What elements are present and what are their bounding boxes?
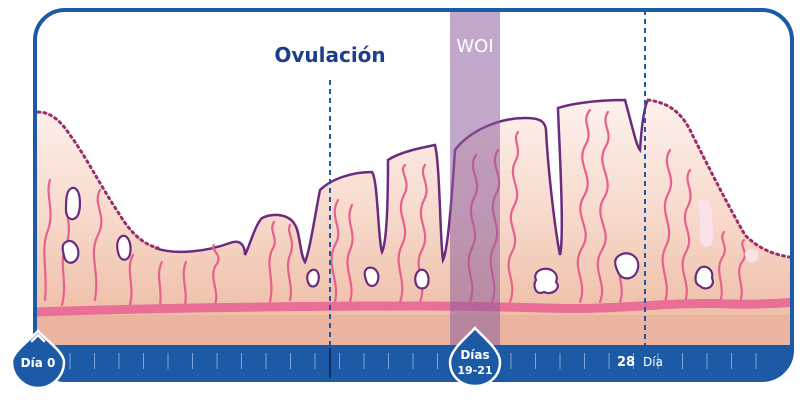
timeline: 28 Día <box>35 345 792 380</box>
day-0-marker: Día 0 <box>10 329 66 390</box>
woi-band <box>450 10 500 345</box>
timeline-ticks <box>69 353 757 369</box>
woi-days-marker-shape <box>448 326 502 388</box>
woi-days-range: 19-21 <box>457 364 492 377</box>
woi-days-word: Días <box>460 348 489 362</box>
day-0-label: Día 0 <box>21 356 56 370</box>
day-0-marker-shape <box>10 329 66 390</box>
endometrium-outline <box>154 98 650 265</box>
chevron-up-icon <box>30 333 46 343</box>
endometrium-tissue <box>35 100 792 315</box>
day-28-word: Día <box>643 355 663 369</box>
shedding-outline-right <box>646 98 792 260</box>
shedding-outline-left <box>36 110 160 250</box>
woi-days-marker: Días 19-21 <box>448 326 502 388</box>
ovulation-label: Ovulación <box>274 43 385 67</box>
woi-label: WOI <box>456 36 493 57</box>
gland-lumens <box>61 186 714 295</box>
day-28-number: 28 <box>617 355 635 370</box>
basal-band <box>35 297 792 317</box>
shedding-highlights <box>698 198 759 263</box>
